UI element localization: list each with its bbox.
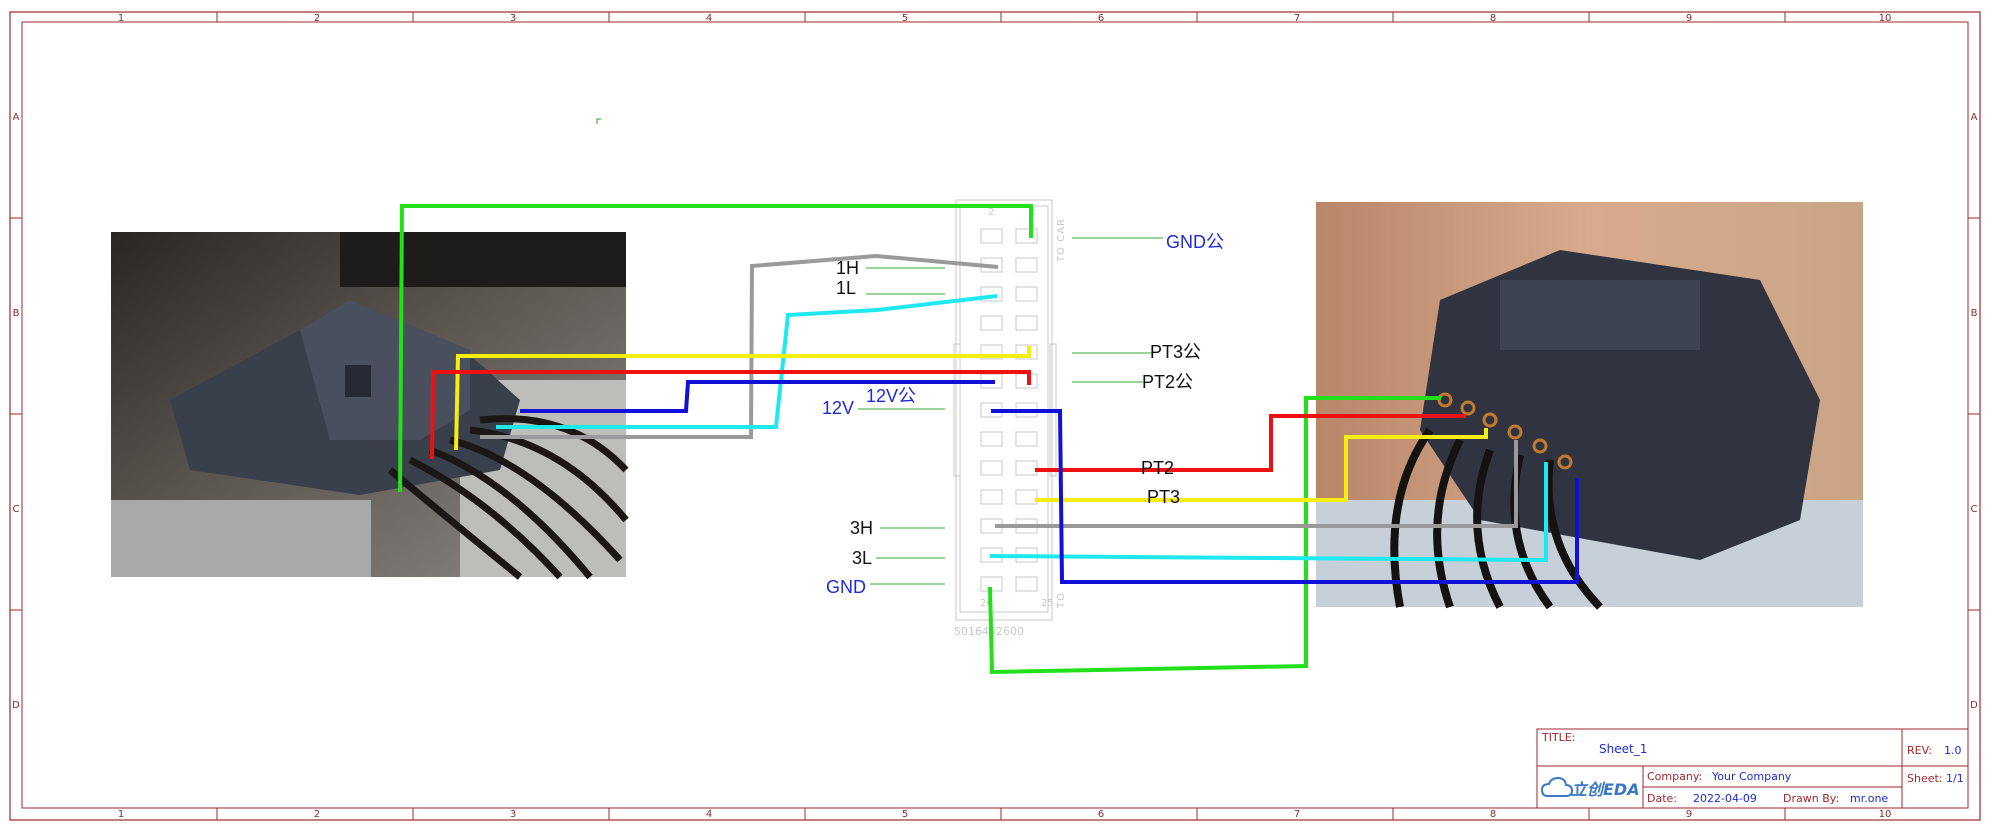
title-block (1536, 728, 1969, 809)
lceda-logo: 立创EDA (1540, 776, 1640, 799)
label-1h: 1H (836, 258, 859, 278)
row-b: B (13, 308, 20, 319)
wire-blue-12v-male (520, 380, 995, 413)
label-3h: 3H (850, 518, 873, 538)
sheet-title: Sheet_1 (1599, 742, 1647, 756)
title-block-text: TITLE: Sheet_1 REV: 1.0 Company: Your Co… (1541, 731, 1964, 805)
label-12v: 12V (822, 398, 854, 418)
wires (398, 204, 1579, 675)
right-connector-photo[interactable] (1316, 202, 1863, 610)
pin-26-number: 26 (980, 598, 993, 609)
sheet-number: 1/1 (1946, 772, 1964, 785)
wire-yellow-pt3 (1035, 428, 1488, 502)
col-2: 2 (314, 13, 320, 24)
date-value: 2022-04-09 (1693, 792, 1757, 805)
pin-25-number: 25 (1041, 598, 1054, 609)
wire-red-pt2 (1035, 414, 1466, 472)
small-corner-mark (596, 118, 601, 124)
col-9: 9 (1686, 13, 1692, 24)
col-5: 5 (902, 13, 908, 24)
row-letters: A B C D A B C D (12, 112, 1978, 711)
svg-text:3: 3 (510, 809, 516, 820)
company-value: Your Company (1711, 770, 1792, 783)
rev-label: REV: (1907, 744, 1932, 757)
logo-text: 立创EDA (1571, 780, 1640, 799)
col-3: 3 (510, 13, 516, 24)
svg-text:C: C (1971, 504, 1978, 515)
wire-yellow-pt3-male (454, 346, 1031, 451)
wire-red-pt2-male (430, 370, 1031, 460)
col-1: 1 (118, 13, 124, 24)
col-10: 10 (1879, 13, 1892, 24)
pin-1-number: 1 (1030, 207, 1036, 218)
title-label: TITLE: (1541, 731, 1575, 744)
cloud-icon (1540, 776, 1574, 797)
pin-label-lines (858, 237, 1163, 585)
pin-2-number: 2 (988, 207, 994, 218)
column-numbers-top: 1 2 3 4 5 6 7 8 9 10 (118, 13, 1892, 24)
wire-green-gnd (988, 396, 1441, 675)
row-c: C (13, 504, 20, 515)
rev-value: 1.0 (1944, 744, 1962, 757)
svg-text:4: 4 (706, 809, 712, 820)
wire-gray-3h (995, 440, 1518, 528)
svg-text:8: 8 (1490, 809, 1496, 820)
row-d: D (12, 700, 20, 711)
wire-blue-12v (991, 409, 1579, 584)
label-3l: 3L (852, 548, 872, 568)
wire-cyan-3l (989, 462, 1548, 563)
svg-text:1: 1 (118, 809, 124, 820)
label-pt3: PT3 (1147, 487, 1180, 507)
svg-text:6: 6 (1098, 809, 1104, 820)
svg-text:2: 2 (314, 809, 320, 820)
svg-text:9: 9 (1686, 809, 1692, 820)
row-a: A (13, 112, 20, 123)
svg-text:7: 7 (1294, 809, 1300, 820)
left-connector-photo[interactable] (111, 232, 629, 580)
label-pt2: PT2 (1141, 458, 1174, 478)
label-pt2-male: PT2公 (1142, 372, 1193, 392)
col-6: 6 (1098, 13, 1104, 24)
wire-cyan-1l (496, 294, 998, 429)
net-labels: GND公 1H 1L PT3公 PT2公 12V公 12V PT2 PT3 3H… (822, 232, 1224, 597)
to-car-text: TO CAR (1056, 218, 1067, 263)
to-text: TO (1056, 592, 1067, 609)
column-numbers-bottom: 1 2 3 4 5 6 7 8 9 10 (118, 809, 1892, 820)
label-pt3-male: PT3公 (1150, 342, 1201, 362)
svg-text:B: B (1971, 308, 1978, 319)
svg-text:5: 5 (902, 809, 908, 820)
label-1l: 1L (836, 278, 856, 298)
col-4: 4 (706, 13, 712, 24)
date-label: Date: (1647, 792, 1677, 805)
label-gnd: GND (826, 577, 866, 597)
drawn-by-value: mr.one (1850, 792, 1888, 805)
svg-text:10: 10 (1879, 809, 1892, 820)
wire-gray-1h (480, 253, 999, 439)
col-7: 7 (1294, 13, 1300, 24)
wire-green-gnd-male (398, 204, 1033, 493)
svg-text:A: A (1971, 112, 1978, 123)
company-label: Company: (1647, 770, 1702, 783)
label-12v-male: 12V公 (866, 386, 916, 406)
sheet-frame (9, 11, 1981, 821)
frame-ticks (10, 12, 1980, 820)
part-number: 5016452600 (954, 625, 1024, 638)
label-gnd-male: GND公 (1166, 232, 1224, 252)
svg-text:D: D (1970, 700, 1978, 711)
sheet-label: Sheet: (1907, 772, 1943, 785)
connector-text: 2 1 26 25 TO CAR TO 5016452600 (954, 207, 1067, 638)
col-8: 8 (1490, 13, 1496, 24)
drawn-by-label: Drawn By: (1783, 792, 1839, 805)
